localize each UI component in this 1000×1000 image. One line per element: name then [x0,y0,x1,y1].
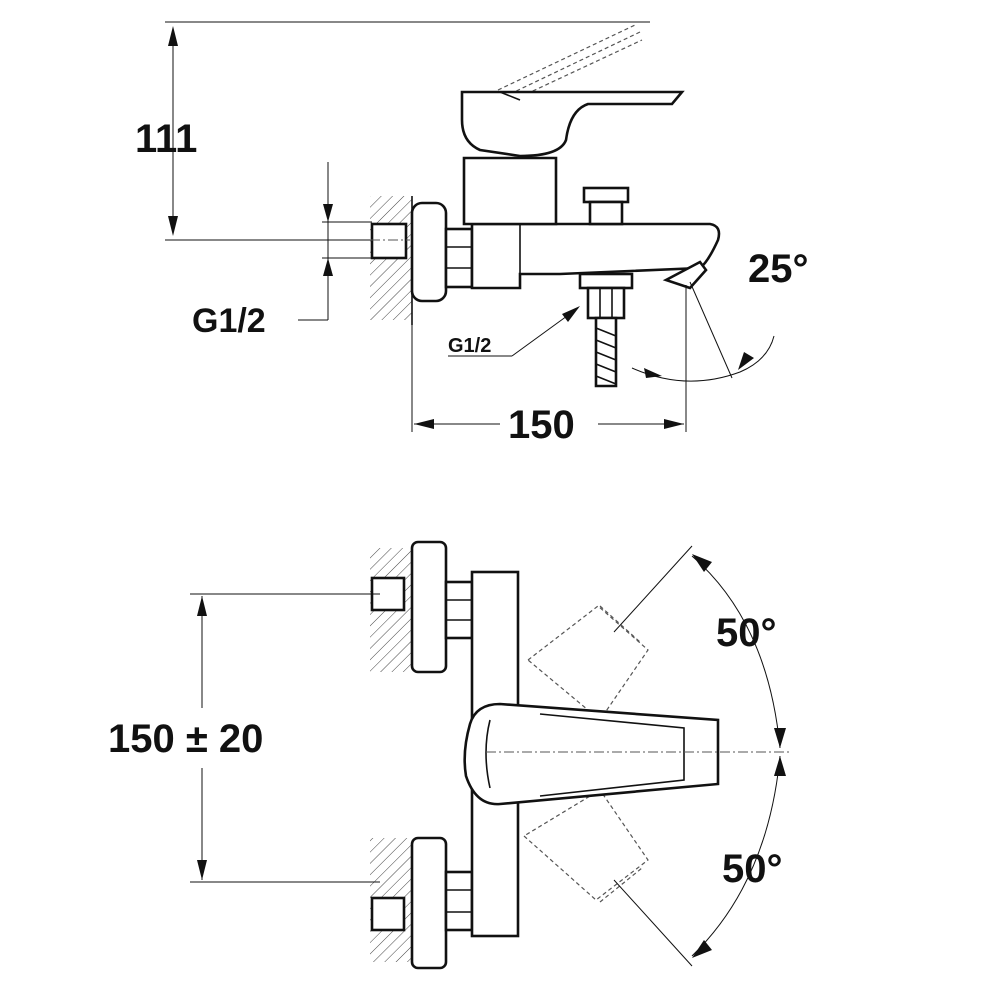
arrow-spacing-top [197,596,207,616]
escutcheon-lower [410,836,448,970]
dim-150-label: 150 [508,403,575,447]
escutcheon [410,201,448,303]
thread-outlet-label: G1/2 [448,335,491,357]
angle-25-arc [631,335,775,382]
arrow-111-bottom [168,216,178,236]
outlet-flange [578,272,634,290]
arrow-down-start [774,756,786,776]
angle-25-label: 25° [748,247,809,291]
angle-25-ray [689,281,733,379]
angle-up-ray [613,545,693,633]
inlet-lower [370,896,406,932]
handle [460,90,685,158]
side-view: 111 G1/2 [135,21,809,447]
front-view: 150 ± 20 50° 50° [108,540,790,970]
arrow-25-right [738,352,754,370]
cartridge-housing [462,156,558,226]
angle-down-label: 50° [722,847,783,891]
diverter-knob-top [582,186,630,204]
arrow-outlet [562,306,580,322]
arrow-up-start [692,554,712,572]
angle-down-arc [691,755,781,957]
hose-thread [595,327,617,385]
dim-111-label: 111 [135,117,197,161]
thread-left-label: G1/2 [192,302,266,340]
arrow-25-left [644,368,662,378]
arrow-up-end [774,728,786,748]
nut-upper [444,580,474,640]
inlet-upper [370,576,406,612]
mixer-body [470,222,721,290]
arrow-g12-bottom [323,258,333,276]
arrow-111-top [168,26,178,46]
nut-lower [444,870,474,932]
arrow-g12-top [323,204,333,222]
outlet-nut [586,286,626,320]
handle-raised-outline [497,24,643,98]
hose-connector [594,316,618,388]
handle-front [463,702,720,806]
arrow-down-end [692,940,712,958]
angle-up-label: 50° [716,611,777,655]
handle-front-detail [485,713,685,797]
angle-up-arc [691,555,781,749]
escutcheon-upper [410,540,448,674]
diverter-knob-stem [588,200,624,226]
angle-down-ray [613,879,693,967]
handle-rotated-outline [522,605,649,901]
spacing-label: 150 ± 20 [108,717,263,761]
nut [444,227,474,289]
handle-detail [499,91,521,101]
arrow-150-right [664,419,684,429]
handle-rotated-detail [599,605,643,903]
arrow-spacing-bottom [197,860,207,880]
arrow-150-left [414,419,434,429]
aerator [662,260,708,290]
inlet-fitting [370,222,408,260]
